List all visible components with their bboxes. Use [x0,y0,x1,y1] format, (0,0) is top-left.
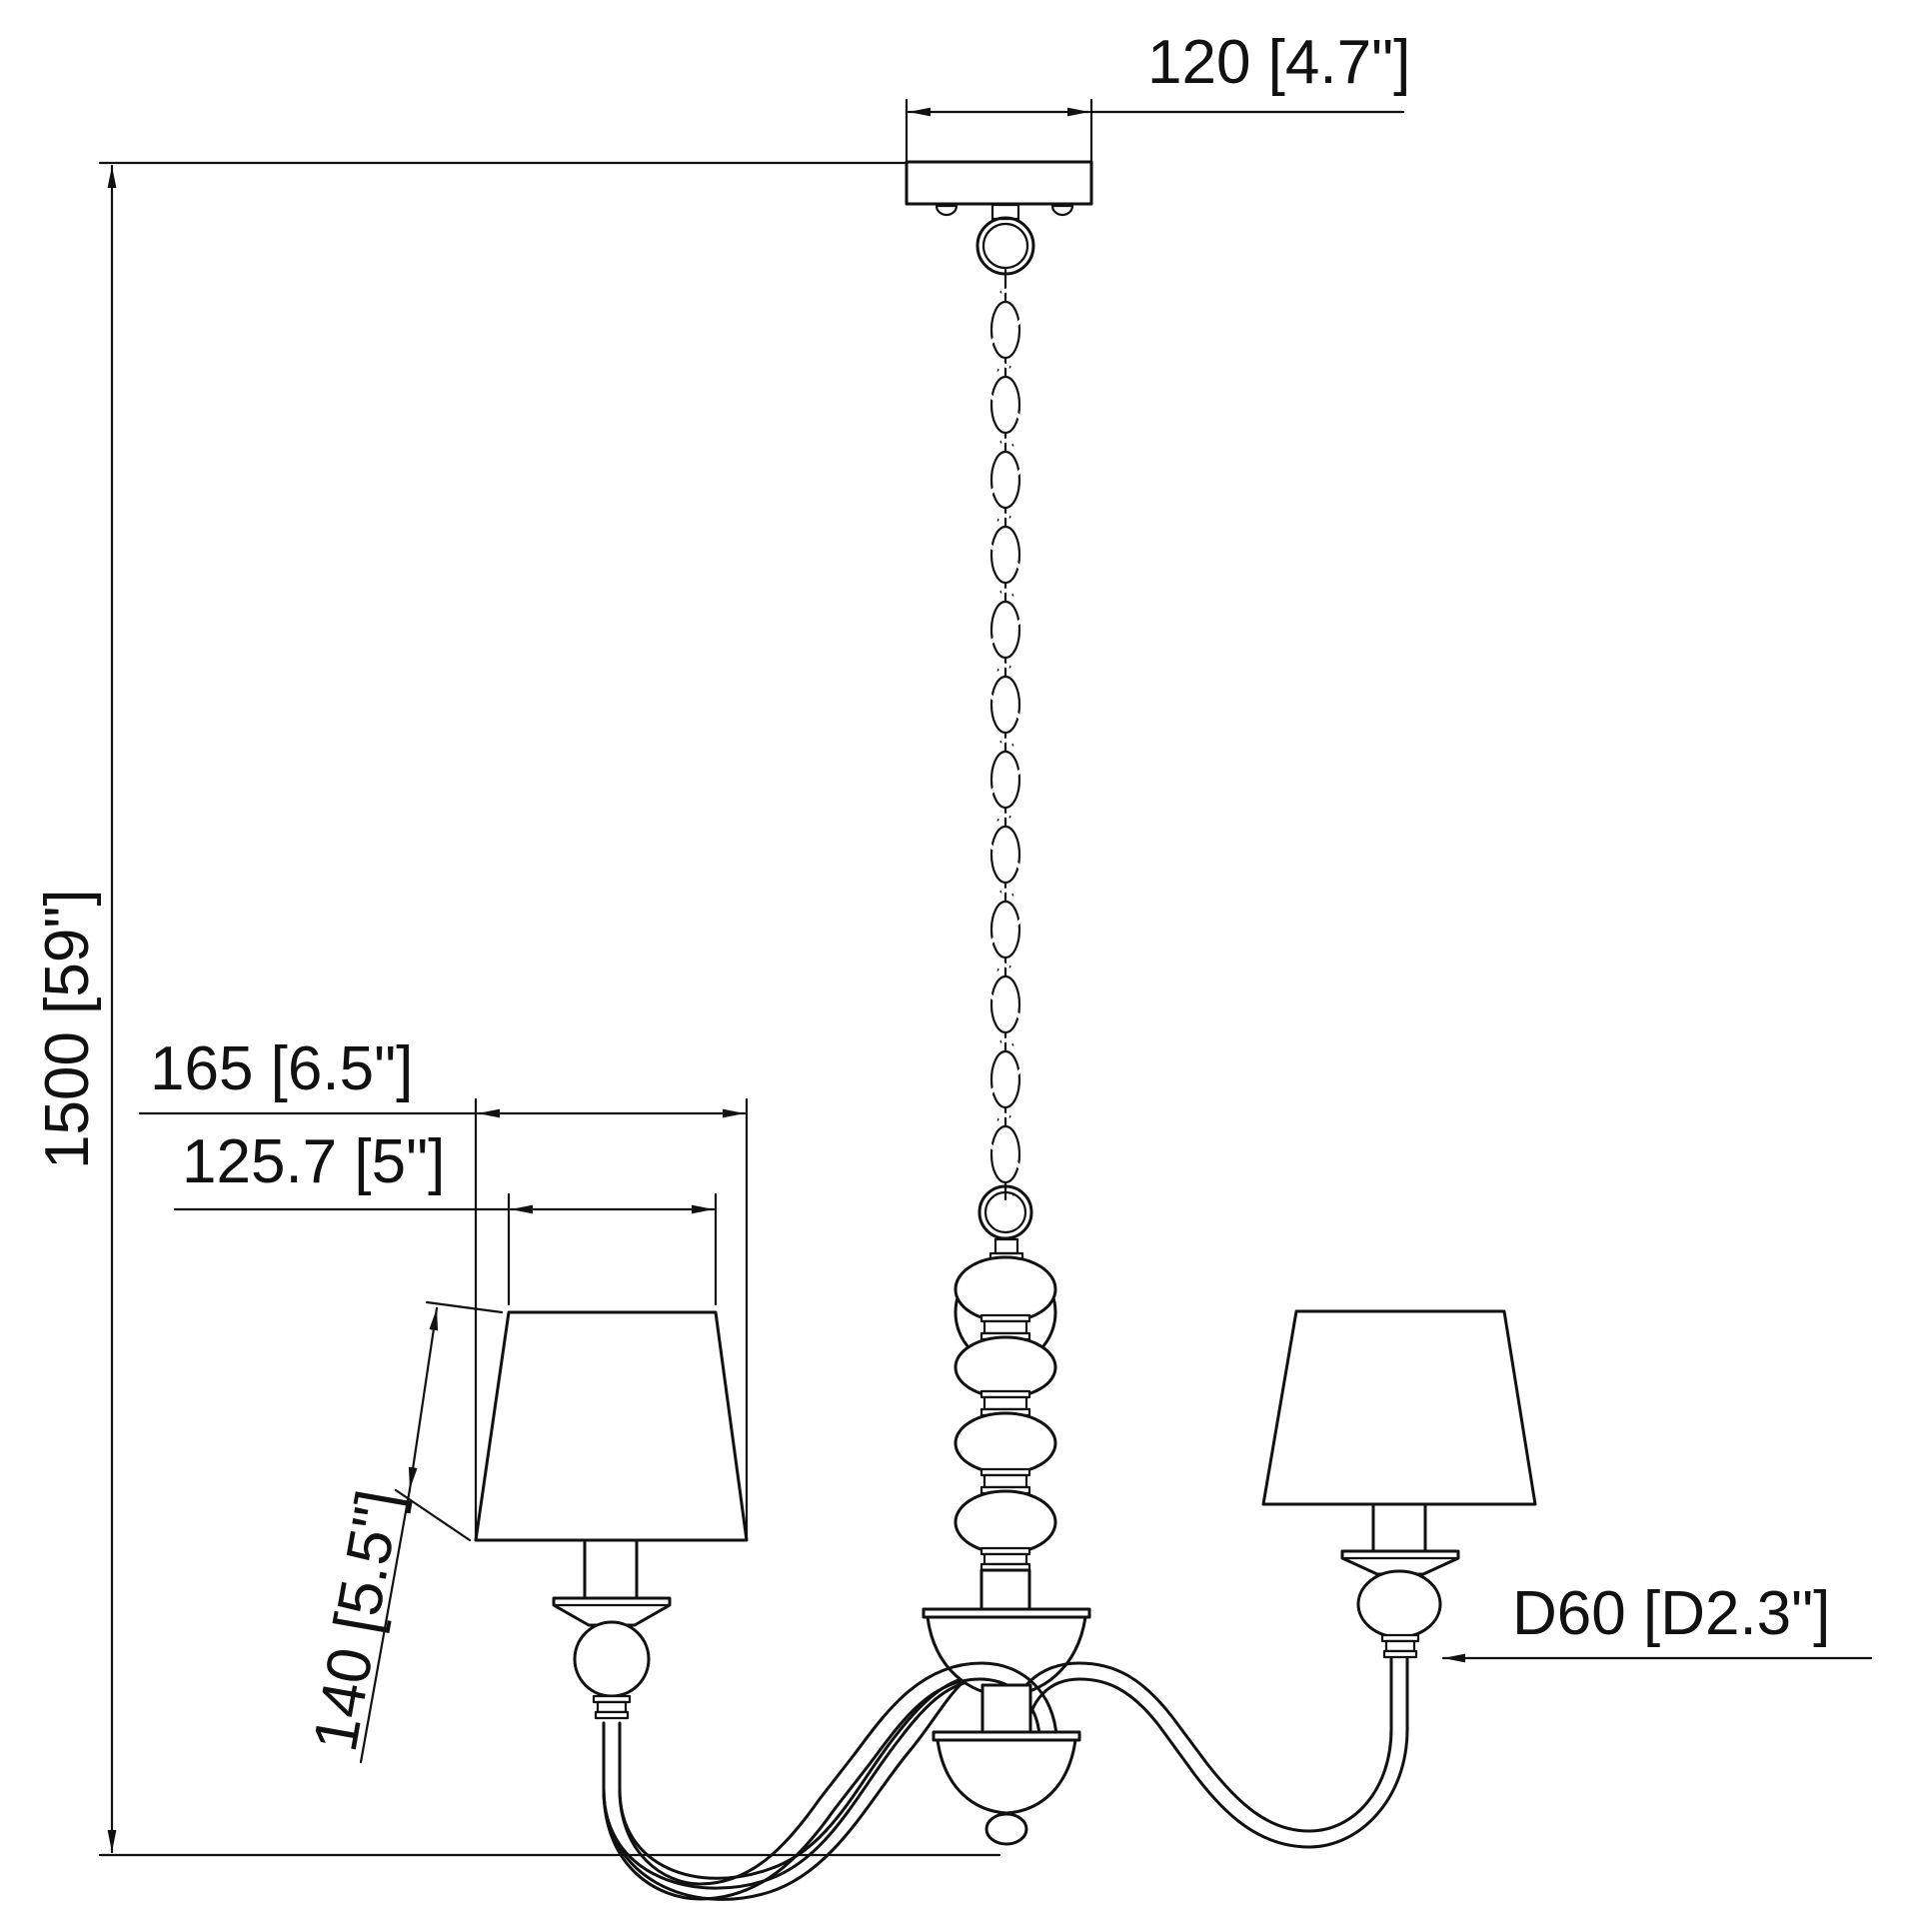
left-shade [474,1310,749,1542]
canopy-width-label: 120 [4.7"] [1147,28,1410,97]
right-ball [1356,1569,1442,1639]
top-ring [975,216,1035,276]
shade-top-width-label: 125.7 [5"] [182,1127,445,1196]
chain [977,268,1033,1263]
ball-diameter-label: D60 [D2.3"] [1512,1579,1830,1648]
canopy-screw-left [935,204,959,217]
dim-shade-top-width: 125.7 [5"] [173,1127,718,1306]
right-shade [1261,1309,1537,1506]
arms [602,1657,1409,1901]
dim-canopy-width: 120 [4.7"] [905,28,1410,164]
overall-height-label: 1500 [59"] [33,889,102,1169]
right-light [1261,1309,1537,1659]
dim-shade-height: 140 [5.5"] [301,1300,504,1764]
shade-height-label: 140 [5.5"] [301,1485,415,1756]
ball-column-detail [954,1255,1057,1611]
ceiling-canopy [905,160,1093,276]
left-light [474,1310,749,1720]
left-ball [573,1620,651,1698]
canopy-screw-right [1050,204,1074,217]
dim-ball-diameter: D60 [D2.3"] [1441,1579,1873,1663]
dim-overall-height: 1500 [59"] [33,161,1001,1857]
shade-bottom-width-label: 165 [6.5"] [150,1034,413,1103]
center-bowl-front [932,1683,1081,1846]
dim-shade-bottom-width: 165 [6.5"] [138,1034,749,1542]
